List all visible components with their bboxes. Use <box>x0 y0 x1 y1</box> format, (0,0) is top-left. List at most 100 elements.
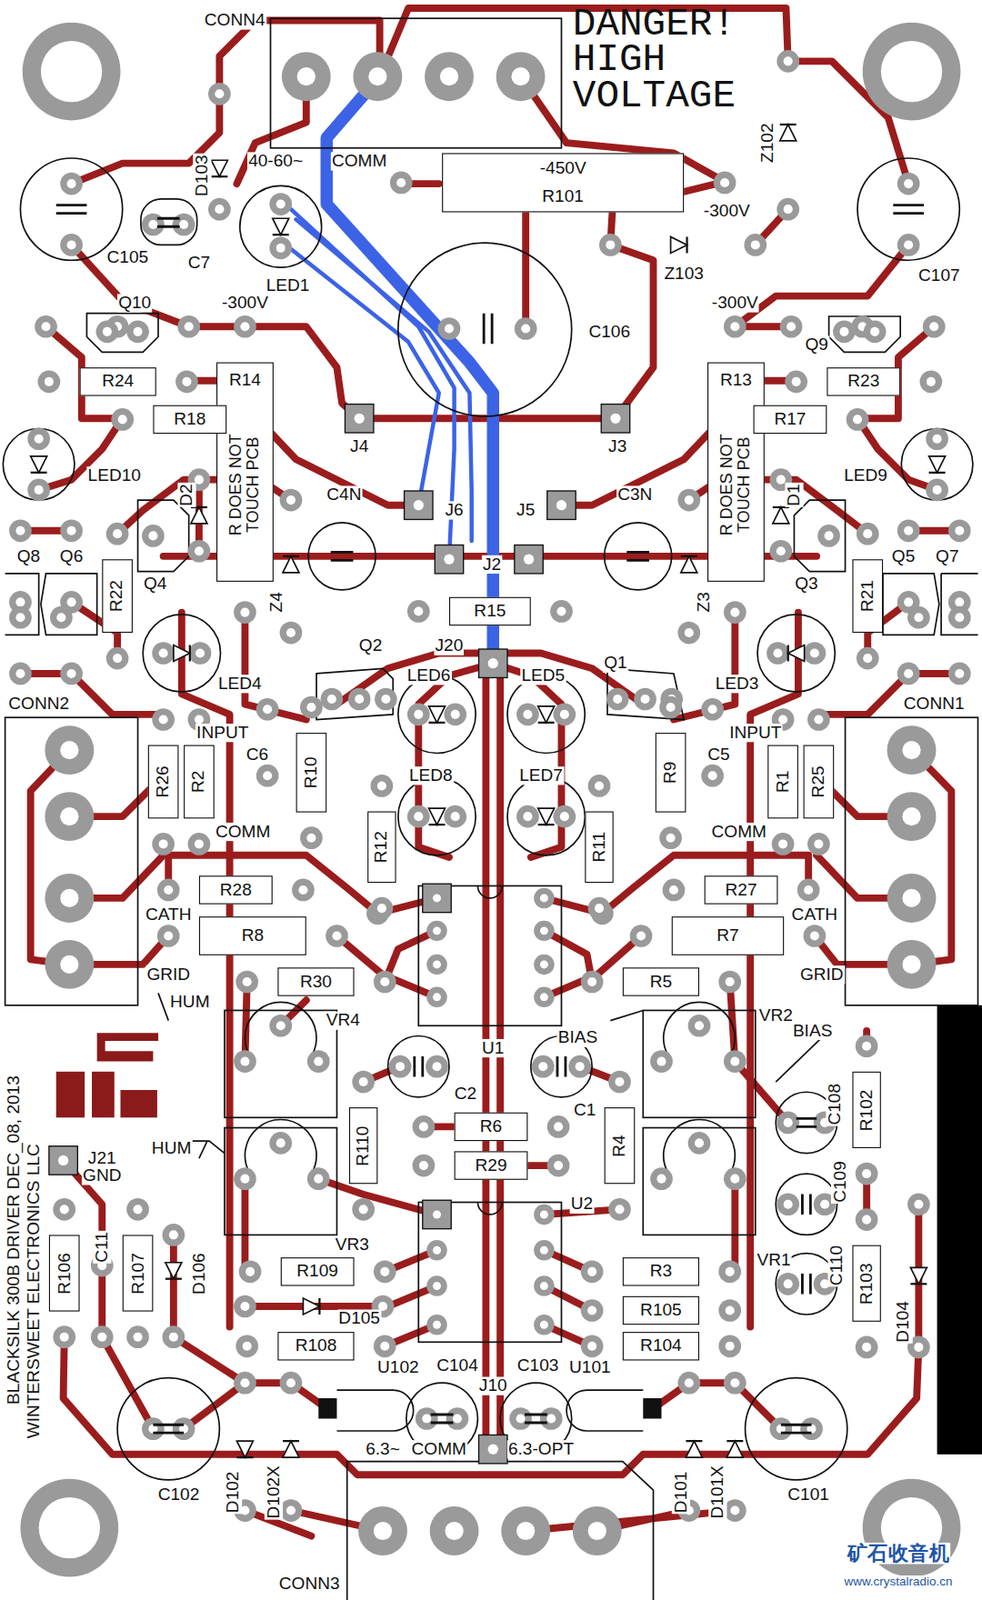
solder-pad <box>948 606 972 630</box>
maker-logo <box>97 1032 159 1062</box>
pad-drill <box>684 628 694 638</box>
pad-ring <box>533 888 554 909</box>
solder-pad <box>701 764 724 788</box>
pad-ring <box>797 879 821 902</box>
diode-symbol <box>173 645 191 662</box>
pad-ring <box>766 641 790 665</box>
pad-ring <box>633 688 657 712</box>
pad-ring <box>235 971 259 994</box>
solder-pad <box>208 198 231 221</box>
solder-pad <box>162 1325 186 1349</box>
pad-ring <box>239 1260 262 1283</box>
solder-pad <box>723 601 747 624</box>
component-outline <box>240 185 322 268</box>
pad-ring <box>723 1050 747 1073</box>
part-designator: R13 <box>720 371 752 391</box>
solder-pad <box>769 540 792 563</box>
pad-drill <box>903 240 913 250</box>
solder-pad <box>723 315 747 339</box>
component-outline <box>398 242 572 417</box>
solder-pad <box>106 522 130 546</box>
pad-ring <box>662 879 686 902</box>
solder-pad <box>797 879 821 902</box>
pad-ring <box>412 1154 436 1178</box>
solder-pad <box>630 924 653 948</box>
solder-pad <box>90 1325 114 1349</box>
pad-ring <box>780 315 803 339</box>
pad-ring <box>27 479 51 502</box>
resistor-box: R8 <box>199 916 307 956</box>
pad-ring <box>443 703 467 727</box>
resistor-box: R27 <box>704 875 779 904</box>
pad-drill <box>432 1246 441 1255</box>
silkscreen-label: C2 <box>453 1084 479 1103</box>
pad-drill <box>546 1413 556 1423</box>
diode-symbol <box>929 456 946 473</box>
pad-drill <box>861 1169 872 1179</box>
pad-drill <box>813 714 823 724</box>
pad-ring <box>351 1071 375 1094</box>
pad-drill <box>163 931 173 941</box>
pad-ring <box>855 1162 879 1186</box>
pad-ring <box>426 921 447 942</box>
pad-drill <box>395 1062 405 1072</box>
pad-ring <box>370 897 394 921</box>
part-designator: R8 <box>241 926 264 945</box>
solder-pad <box>807 832 831 856</box>
pad-drill <box>354 413 365 424</box>
solder-pad <box>175 370 199 394</box>
pad-square <box>434 545 463 574</box>
pad-ring <box>887 725 937 775</box>
resistor-box: R17 <box>753 405 828 434</box>
ic-pin <box>426 1314 447 1335</box>
pad-ring <box>280 1372 303 1395</box>
solder-pad <box>776 50 800 73</box>
pad-ring <box>776 198 800 221</box>
solder-pad <box>718 1334 742 1358</box>
solder-pad <box>723 1372 747 1395</box>
capacitor-symbol <box>152 1424 184 1433</box>
diode-body <box>282 1441 300 1458</box>
pad-square <box>547 491 576 520</box>
silkscreen-label: D102X <box>264 1464 283 1521</box>
solder-pad <box>389 1055 412 1079</box>
solder-pad <box>438 317 461 341</box>
silkscreen-label: C104 <box>435 1356 480 1375</box>
pad-ring <box>162 1325 186 1349</box>
solder-pad <box>897 172 921 196</box>
pad-drill <box>588 1522 607 1541</box>
pad-ring <box>233 315 257 339</box>
pad-drill <box>262 771 272 781</box>
silkscreen-label: C6 <box>245 746 271 765</box>
square-pad <box>479 649 508 678</box>
pad-drill <box>240 1174 250 1184</box>
pad-square <box>514 545 543 574</box>
solder-pad <box>588 897 612 921</box>
resistor-box: R104 <box>622 1332 700 1361</box>
pad-drill <box>954 597 964 607</box>
solder-pad <box>948 662 972 686</box>
pad-ring <box>280 489 303 512</box>
diode-symbol <box>780 124 797 141</box>
solder-pad <box>269 1014 292 1038</box>
silkscreen-label: VR1 <box>755 1251 792 1270</box>
pad-drill <box>450 811 461 822</box>
pad-drill <box>903 179 913 189</box>
solder-pad <box>581 1299 604 1323</box>
solder-pad <box>922 315 946 339</box>
component-outline <box>224 1010 337 1118</box>
pad-ring <box>9 519 32 542</box>
pad-drill <box>327 694 337 704</box>
solder-pad <box>776 1192 800 1216</box>
connector-pad <box>572 1506 622 1556</box>
solder-pad <box>141 524 165 548</box>
solder-pad <box>407 600 431 623</box>
pad-drill <box>730 321 740 331</box>
resistor-box: R30 <box>277 967 354 996</box>
pad-ring <box>300 696 323 720</box>
solder-pad <box>568 1055 592 1079</box>
square-pad <box>434 545 463 574</box>
pad-square <box>344 404 373 433</box>
pad-drill <box>380 1342 390 1352</box>
pad-ring <box>407 600 431 623</box>
